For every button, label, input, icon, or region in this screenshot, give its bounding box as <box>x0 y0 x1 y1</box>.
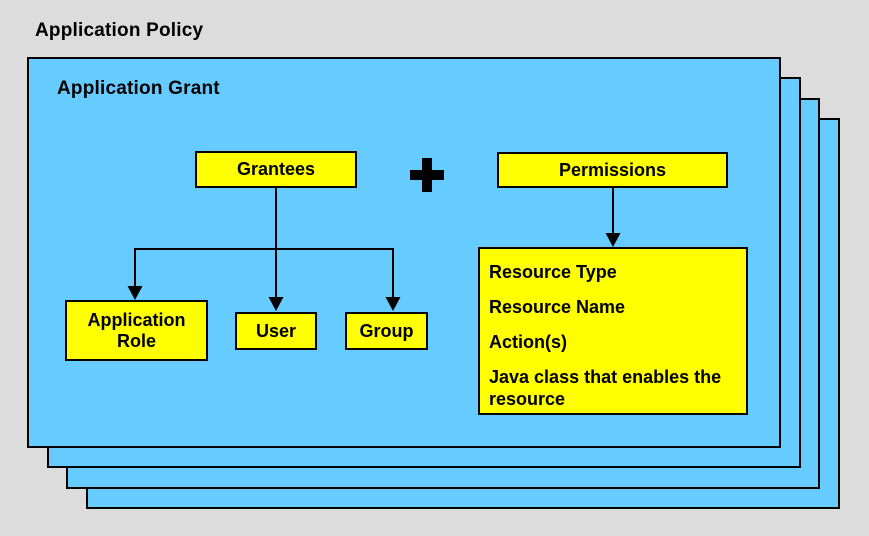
grantees-box: Grantees <box>195 151 357 188</box>
permissions-label: Permissions <box>558 159 667 180</box>
application-role-box: Application Role <box>65 300 208 361</box>
detail-item-java-class: Java class that enables the resource <box>489 367 722 409</box>
page-title: Application Policy <box>35 20 204 41</box>
detail-item-resource-type: Resource Type <box>489 262 617 282</box>
user-box: User <box>235 312 317 350</box>
permissions-box: Permissions <box>497 152 728 188</box>
plus-icon <box>410 158 444 192</box>
grantees-label: Grantees <box>236 159 316 180</box>
detail-item-actions: Action(s) <box>489 332 567 352</box>
panel-title: Application Grant <box>57 78 220 99</box>
detail-item-resource-name: Resource Name <box>489 297 626 317</box>
permission-details-box: Resource Type Resource Name Action(s) Ja… <box>478 247 748 415</box>
group-box: Group <box>345 312 428 350</box>
group-label: Group <box>359 320 414 341</box>
user-label: User <box>255 320 297 341</box>
application-role-label: Application Role <box>87 309 186 351</box>
